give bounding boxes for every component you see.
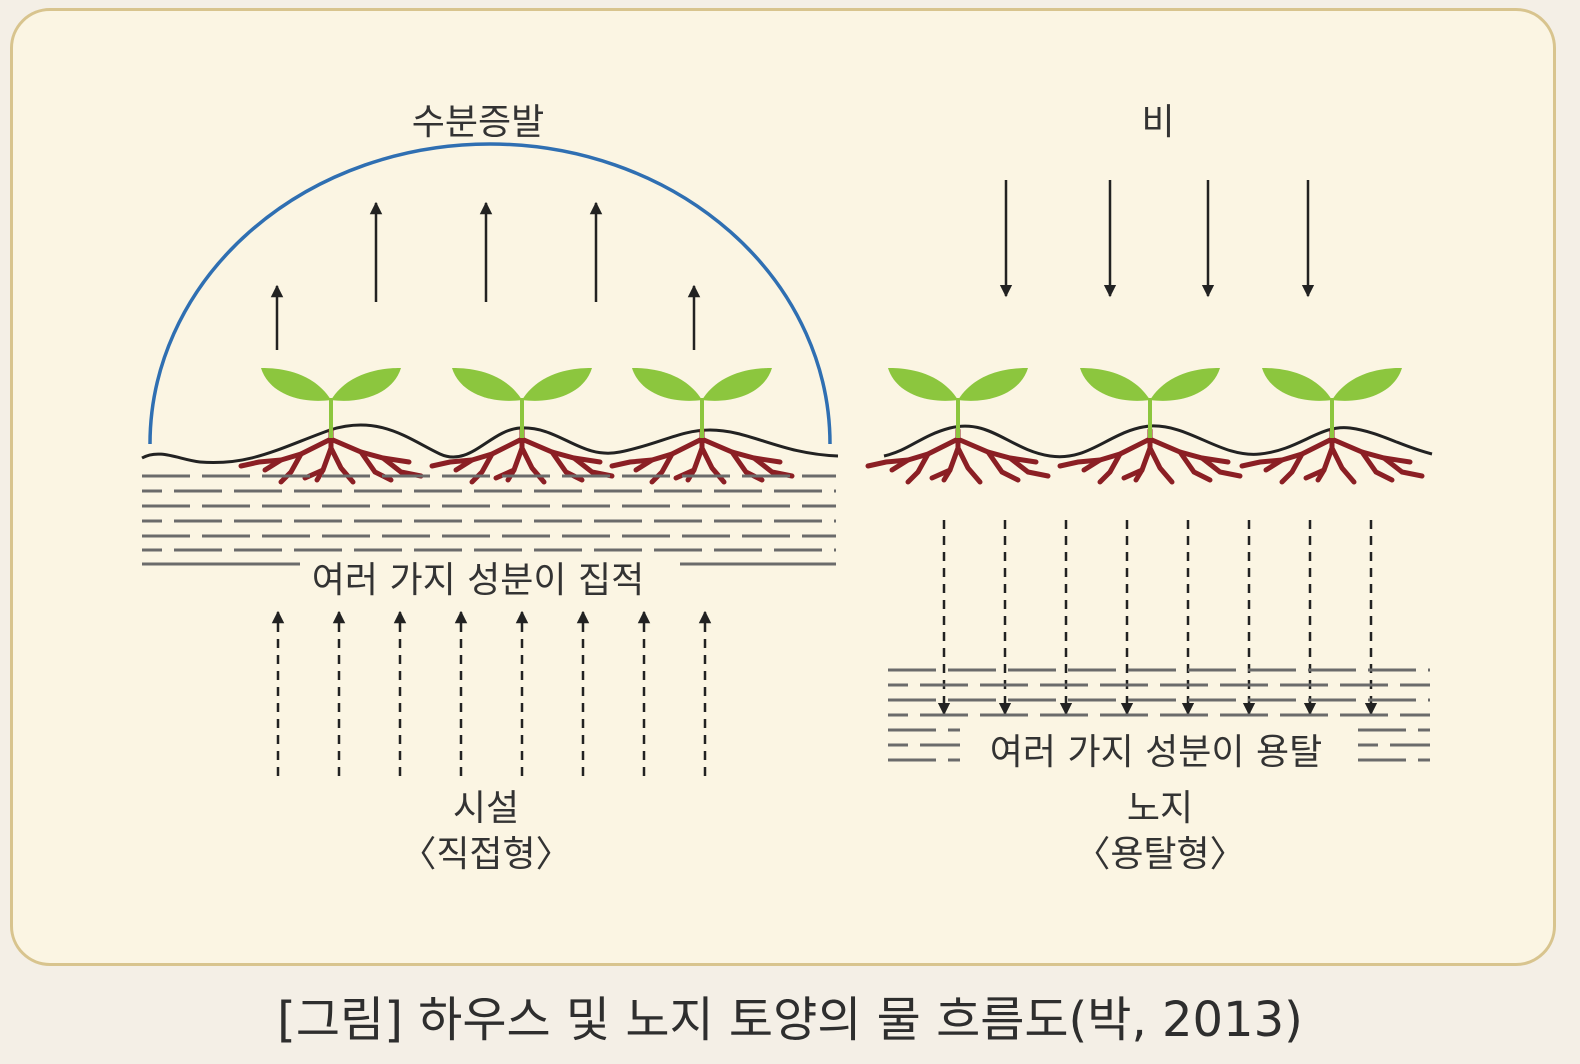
evaporation-label: 수분증발: [412, 102, 544, 143]
soil-layers-left: [142, 474, 836, 566]
figure-caption: [그림] 하우스 및 노지 토양의 물 흐름도(박, 2013): [277, 992, 1303, 1048]
rain-arrows: [999, 180, 1315, 298]
soil-surface-left: [141, 423, 839, 465]
capillary-rise-arrows: [271, 610, 712, 776]
percolation-arrows: [937, 520, 1378, 716]
greenhouse-title: 시설: [453, 788, 519, 829]
water-flow-diagram: 수분증발 여러 가지 성분이 집적 시설 〈직접형: [141, 102, 1433, 875]
open-field-title: 노지: [1127, 788, 1193, 829]
leaching-label: 여러 가지 성분이 용탈: [990, 732, 1322, 773]
open-field-subtitle: 〈용탈형〉: [1074, 834, 1245, 875]
greenhouse-subtitle: 〈직접형〉: [400, 834, 571, 875]
evaporation-arrows: [270, 201, 701, 350]
seedlings-left: [241, 366, 792, 482]
seedlings-right: [868, 366, 1422, 482]
greenhouse-dome: [148, 142, 832, 445]
soil-layers-right: [888, 668, 1430, 762]
rain-label: 비: [1141, 102, 1174, 143]
diagram-panel: [10, 8, 1556, 966]
accumulation-label: 여러 가지 성분이 집적: [312, 560, 644, 601]
